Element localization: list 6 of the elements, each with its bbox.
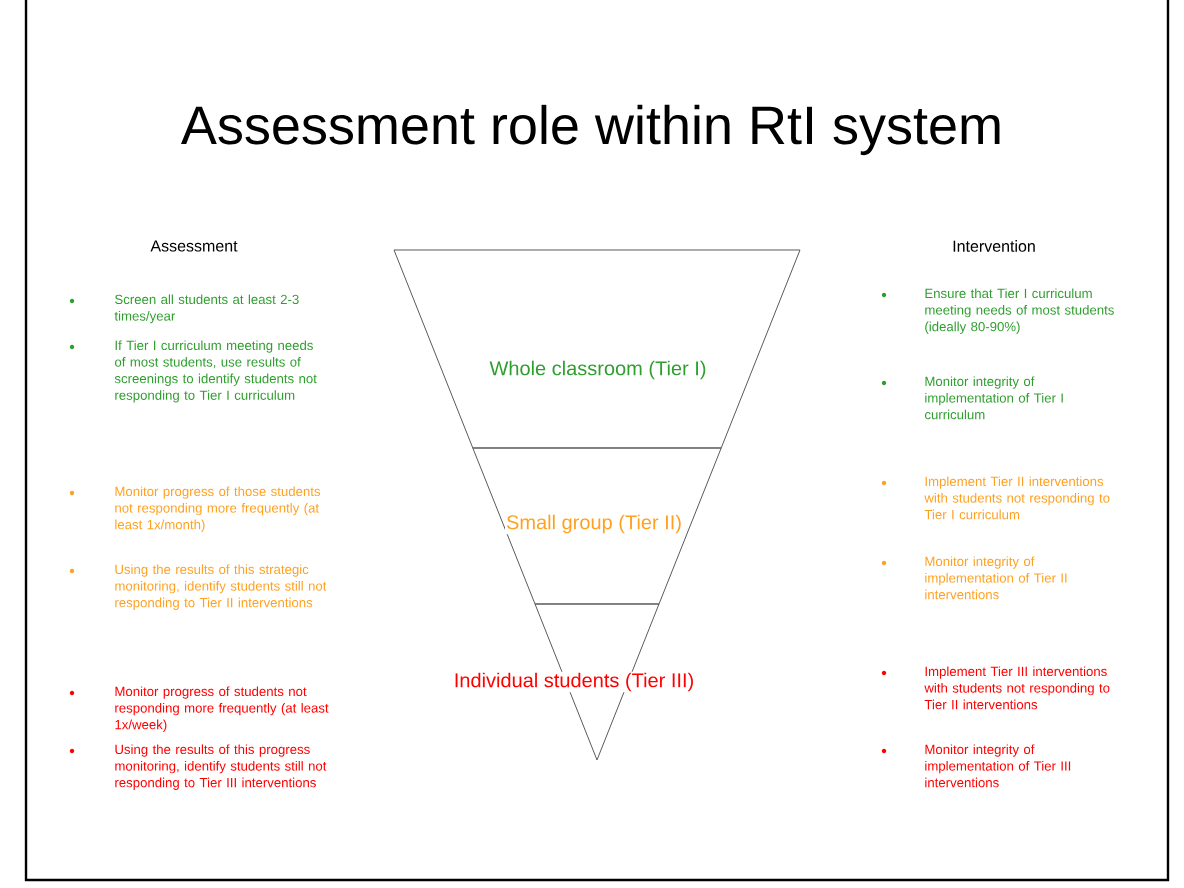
pyramid-band: Small group (Tier II) — [472, 447, 722, 605]
column-heading: Intervention — [953, 240, 1035, 252]
pyramid-band: Individual students (Tier III) — [452, 603, 696, 761]
title: Assessment role within RtI system — [181, 104, 1000, 156]
pyramid-band: Whole classroom (Tier I) — [393, 249, 801, 449]
column-heading: Assessment — [150, 240, 238, 252]
